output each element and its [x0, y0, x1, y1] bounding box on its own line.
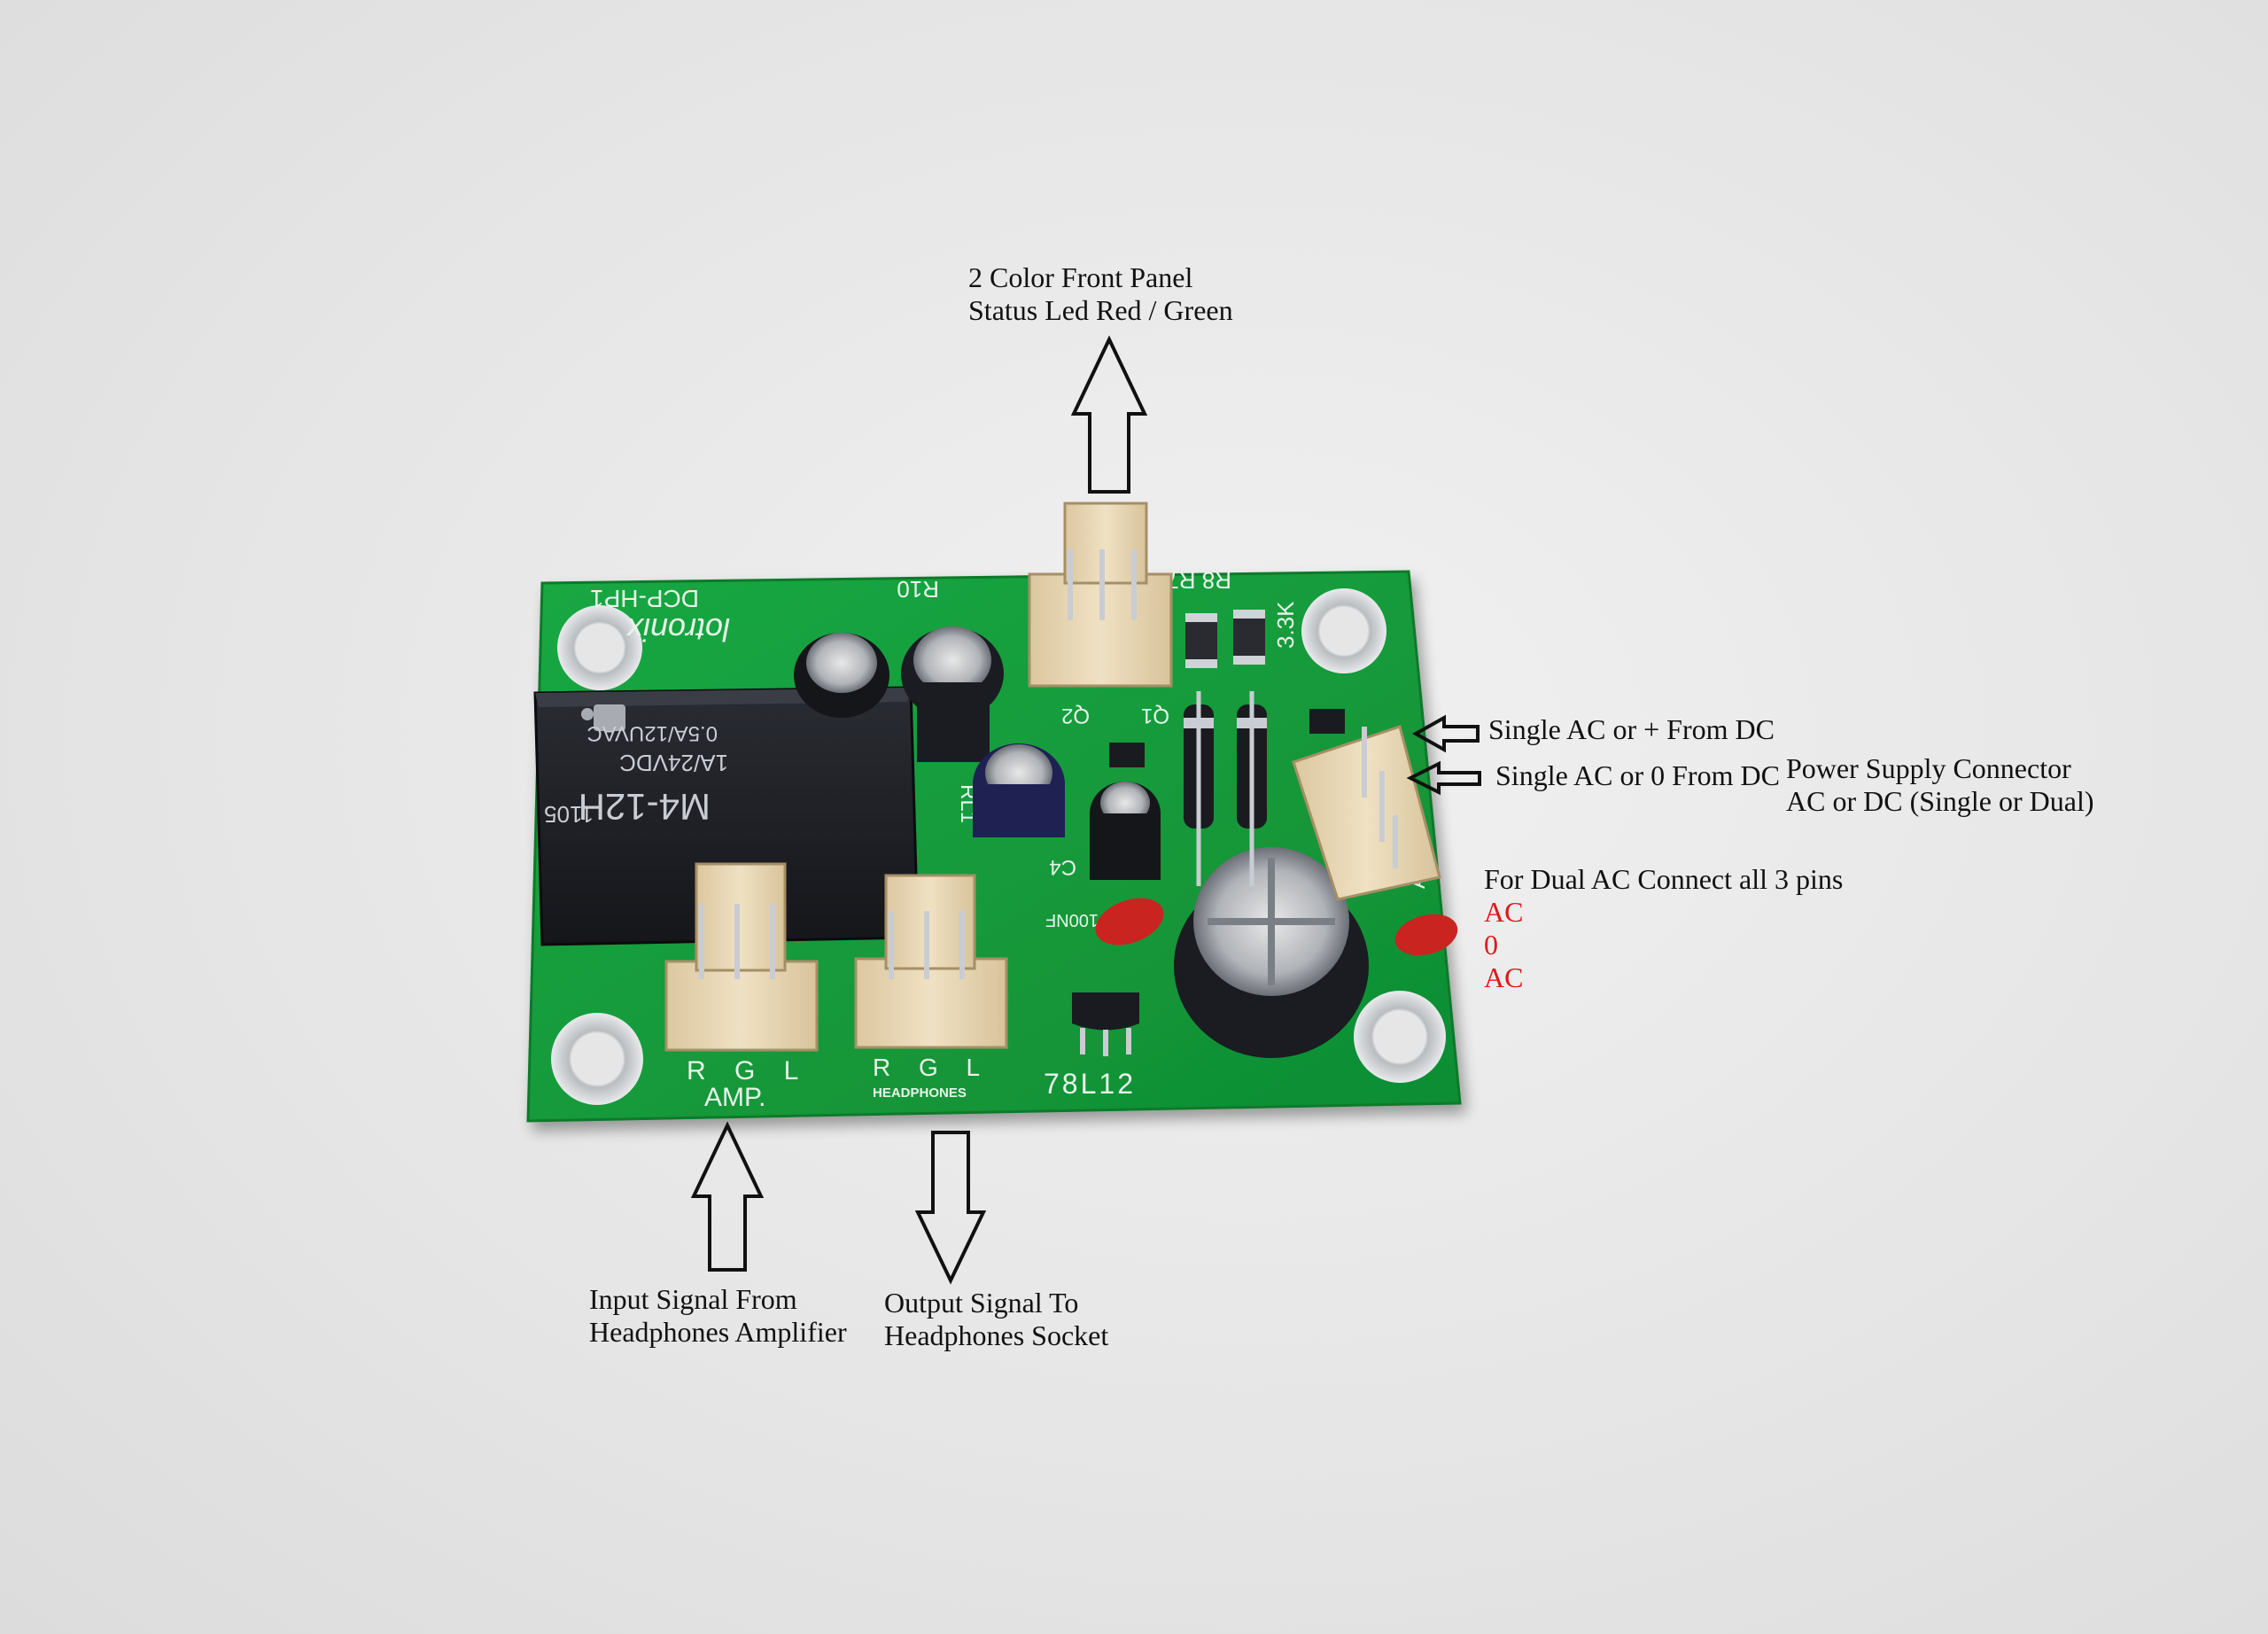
arrow-left-ac-zero [1406, 760, 1481, 796]
label-power-line2: AC or DC (Single or Dual) [1786, 785, 2094, 817]
label-single-ac-zero: Single AC or 0 From DC [1495, 759, 1780, 791]
silk-r10: R10 [897, 576, 939, 603]
diodes [1184, 691, 1267, 886]
label-led-line1: 2 Color Front Panel [968, 261, 1193, 293]
silk-amp: AMP. [704, 1083, 765, 1112]
silk-model: DCP-HP1 [590, 585, 699, 612]
connector-headphones [854, 874, 1008, 1049]
label-led-line2: Status Led Red / Green [968, 294, 1233, 326]
dual-ac-pin-3: AC [1484, 961, 1524, 993]
label-single-ac-plus: Single AC or + From DC [1488, 713, 1775, 745]
arrow-left-ac-plus [1411, 714, 1480, 753]
silk-100nf: 100NF [1045, 910, 1099, 930]
label-input-signal: Input Signal From Headphones Amplifier [589, 1283, 847, 1349]
mounting-holes [551, 588, 1446, 1105]
relay-rating-1: 1A/24VDC [619, 750, 728, 776]
silk-c4: C4 [1049, 855, 1076, 879]
label-power-line1: Power Supply Connector [1786, 752, 2071, 784]
silk-brand: lotronix [625, 611, 730, 648]
ceramic-capacitors [1095, 898, 1458, 956]
dual-ac-pin-2: 0 [1484, 929, 1498, 961]
capacitors [794, 626, 1369, 1058]
silk-headphones: HEADPHONES [873, 1085, 967, 1101]
annotation-arrows [690, 335, 1481, 1285]
arrow-down-output [914, 1131, 987, 1285]
silk-regulator: 78L12 [1044, 1068, 1136, 1100]
connector-power [1292, 725, 1441, 901]
arrow-up-input [690, 1121, 765, 1272]
label-power-connector: Power Supply Connector AC or DC (Single … [1786, 752, 2094, 818]
label-output-line2: Headphones Socket [884, 1319, 1109, 1351]
silk-hp-pins: R G L [873, 1054, 990, 1081]
label-dual-ac-pins: AC 0 AC [1484, 896, 1523, 994]
label-dual-ac: For Dual AC Connect all 3 pins [1484, 863, 1843, 896]
connector-amp [664, 862, 819, 1052]
silk-r8r7: R8 R7 [1166, 567, 1231, 594]
label-dual-ac-title: For Dual AC Connect all 3 pins [1484, 863, 1844, 895]
silk-amp-pins: R G L [687, 1056, 809, 1085]
connector-led [1028, 502, 1173, 688]
smd-components [1109, 610, 1345, 767]
dual-ac-pin-1: AC [1484, 896, 1524, 928]
regulator-78l12 [1072, 992, 1139, 1056]
label-led: 2 Color Front Panel Status Led Red / Gre… [968, 261, 1233, 327]
relay-model: M4-12H [579, 786, 711, 828]
arrow-up-led [1070, 335, 1148, 494]
silk-q2: Q2 [1061, 704, 1090, 728]
relay-code: 1105 [544, 801, 594, 828]
label-output-signal: Output Signal To Headphones Socket [884, 1287, 1108, 1352]
silk-3k3: 3.3K [1272, 601, 1299, 649]
silk-q1: Q1 [1141, 704, 1169, 728]
label-output-line1: Output Signal To [884, 1287, 1079, 1319]
label-input-line1: Input Signal From [589, 1283, 797, 1315]
label-input-line2: Headphones Amplifier [589, 1316, 847, 1348]
silkscreen: DCP-HP1 lotronix R10 R8 R7 3.3K Q2 Q1 RL… [590, 567, 1430, 1112]
